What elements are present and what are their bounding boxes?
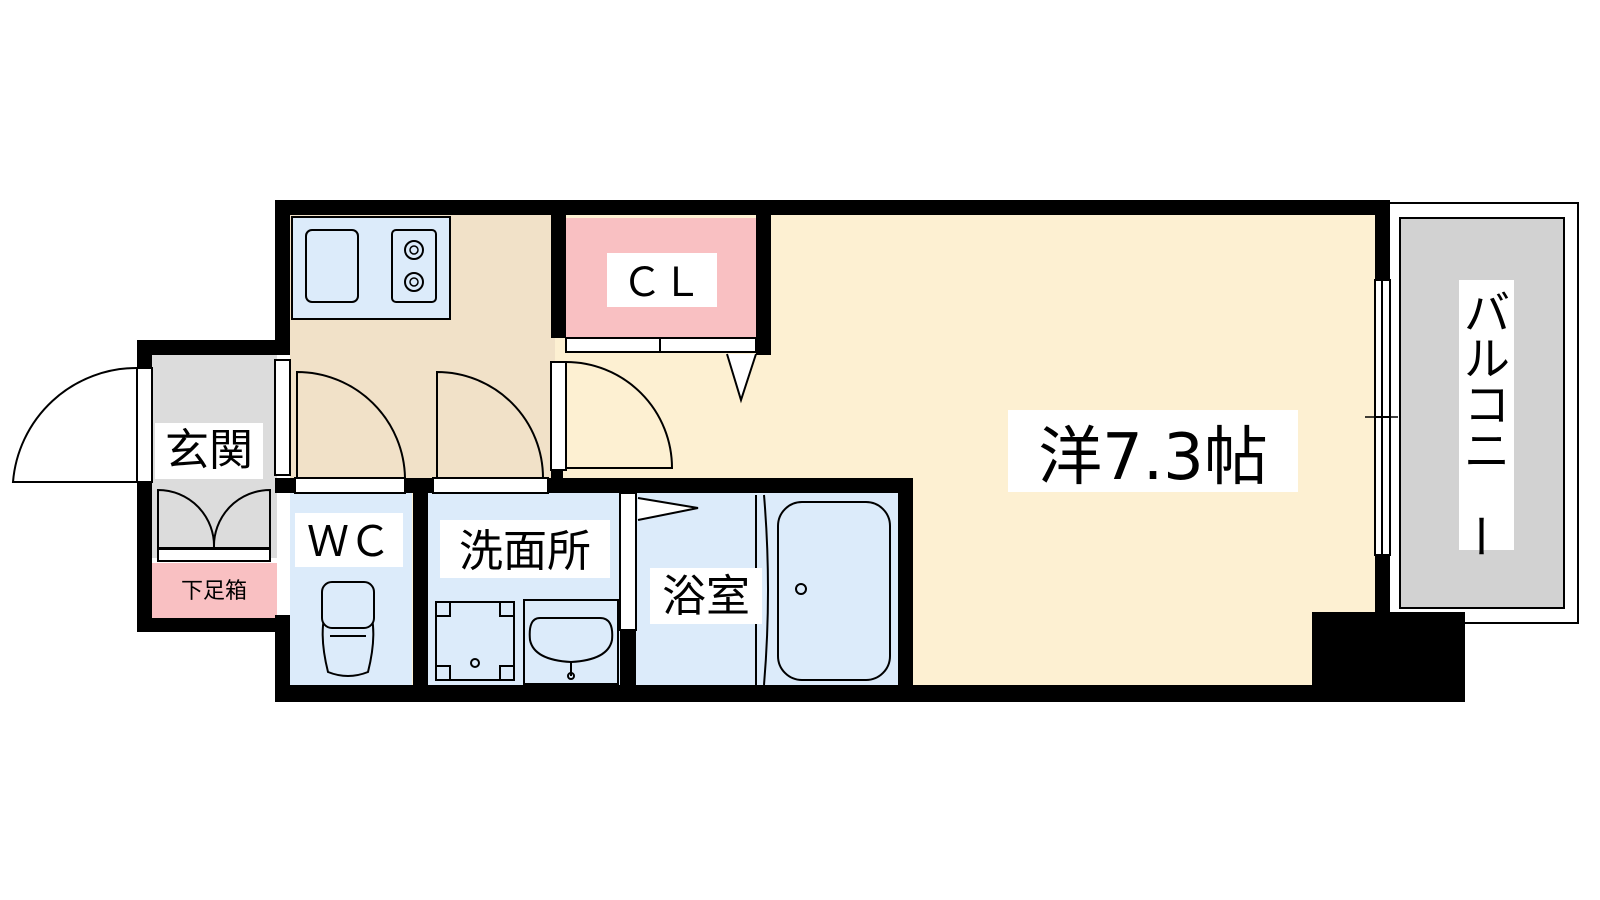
shoe-box-label: 下足箱 [181, 579, 247, 604]
svg-text:浴室: 浴室 [662, 571, 750, 622]
walls [137, 200, 1465, 702]
bathtub-icon [755, 494, 891, 686]
balcony-label: バルコニー [1453, 280, 1514, 559]
svg-text:ＣＬ: ＣＬ [622, 260, 702, 306]
bathroom-door-arrow-icon [637, 497, 699, 521]
entrance-step [274, 359, 291, 476]
svg-text:ＷＣ: ＷＣ [307, 517, 391, 566]
washroom-label: 洗面所 [440, 520, 610, 578]
toilet-icon [321, 581, 375, 677]
burner-icon [404, 272, 424, 292]
shoe-box [152, 563, 277, 618]
western-room-label: 洋7.3帖 [1008, 410, 1298, 495]
closet-label: ＣＬ [607, 253, 717, 307]
toilet-door [294, 370, 406, 494]
balcony-label-char: コ [1464, 378, 1510, 432]
stove-icon [391, 229, 437, 303]
bathroom-door [619, 492, 699, 631]
balcony-window [1365, 279, 1398, 556]
shoe-box-doors [157, 488, 271, 562]
svg-text:洋7.3帖: 洋7.3帖 [1038, 421, 1268, 495]
washing-machine-icon [435, 601, 515, 681]
balcony-label-char: ニ [1464, 424, 1510, 478]
kitchen-door [550, 361, 674, 471]
svg-text:洗面所: 洗面所 [459, 526, 591, 577]
closet-door-arrow-icon [726, 353, 757, 404]
kitchen-counter [291, 216, 451, 320]
svg-text:玄関: 玄関 [165, 425, 253, 476]
entrance-door [11, 366, 153, 483]
washbasin-icon [523, 599, 619, 685]
balcony-label-char: バ [1464, 286, 1510, 340]
entrance-label: 玄関 [155, 423, 263, 479]
balcony-label-char: ル [1464, 332, 1510, 386]
balcony-label-char: ー [1453, 513, 1507, 559]
bathroom-label: 浴室 [650, 568, 762, 624]
svg-text:バルコニー: バルコニー [1453, 286, 1510, 559]
burner-icon [404, 240, 424, 260]
washroom-door [432, 370, 549, 494]
sink-icon [305, 229, 359, 303]
toilet-label: ＷＣ [295, 513, 403, 567]
drain-icon [795, 583, 807, 595]
